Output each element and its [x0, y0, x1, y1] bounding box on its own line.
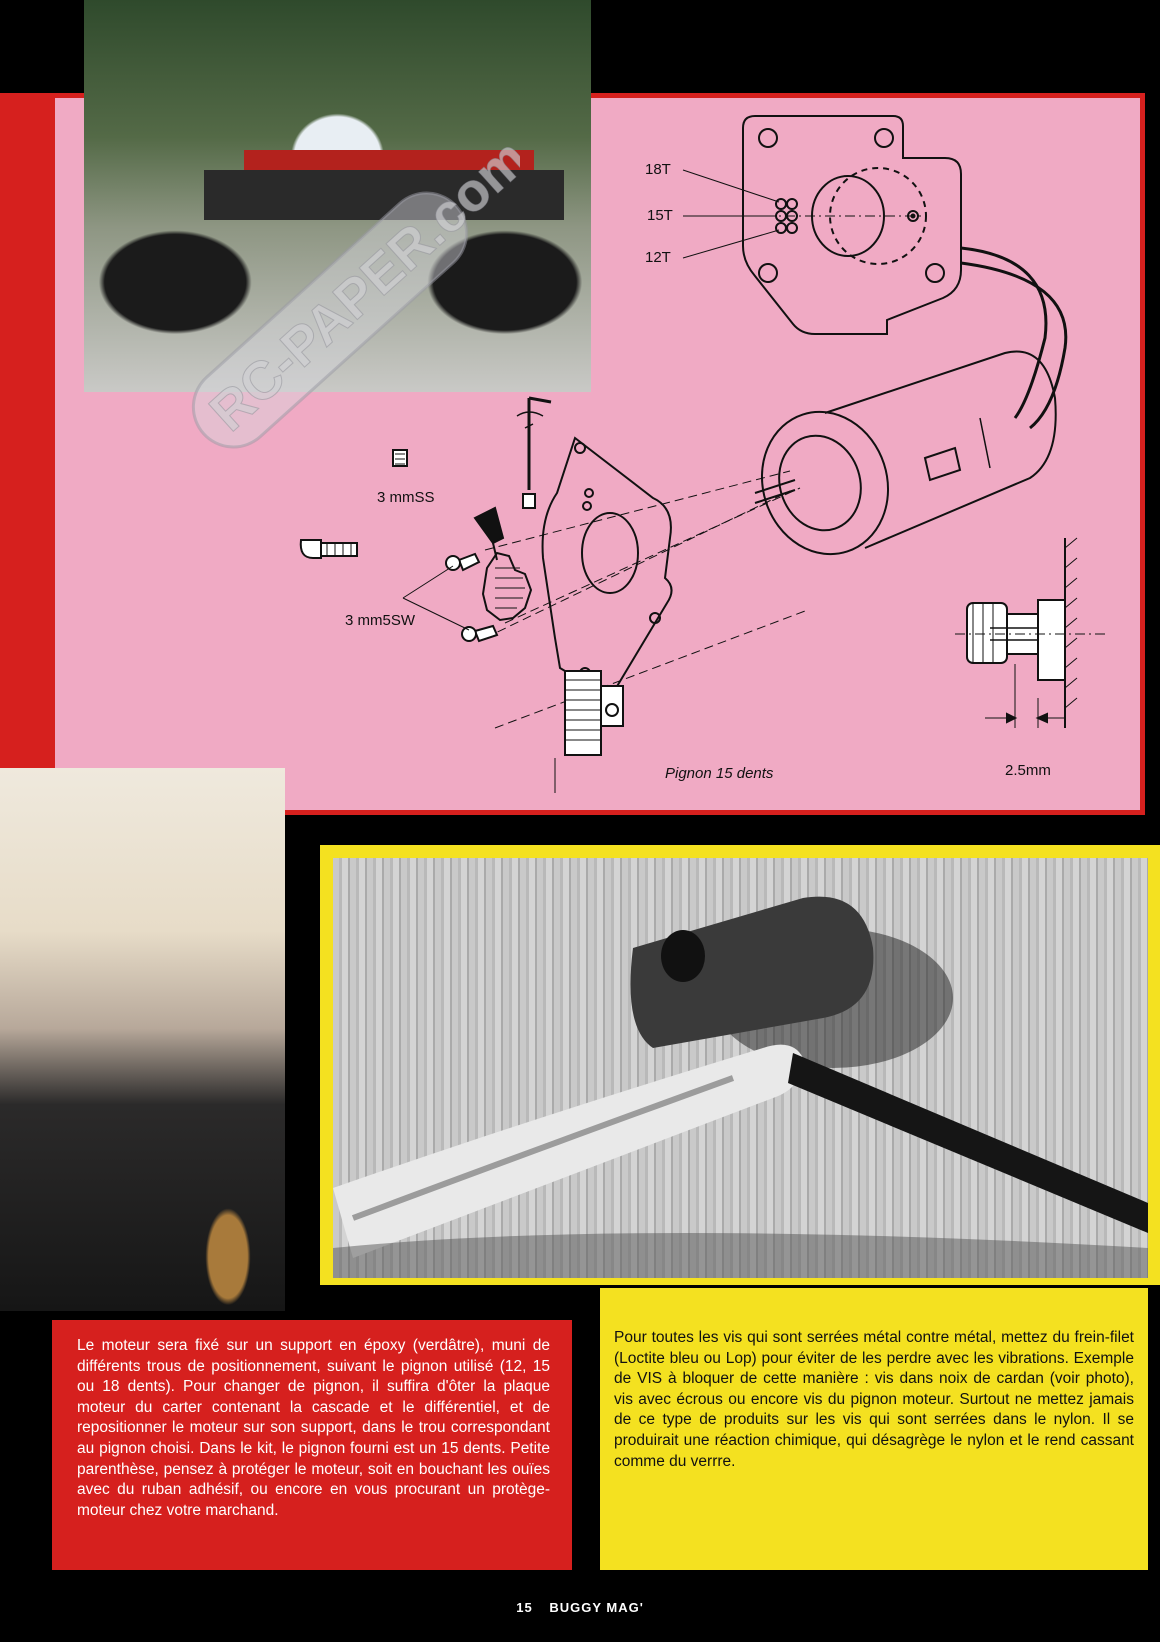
watermark-logo: RC-PAPER.com: [191, 130, 520, 449]
article-paragraph-right: Pour toutes les vis qui sont serrées mét…: [614, 1329, 1134, 1470]
label-gap-dimension: 2.5mm: [1005, 762, 1051, 779]
label-3mmss: 3 mmSS: [377, 489, 435, 506]
motor-mount-diagram: 18T 15T 12T 3 mmSS 3 mm5SW Pignon 15 den…: [299, 115, 1105, 793]
threadlock-photo: [333, 858, 1148, 1278]
article-paragraph-left: Le moteur sera fixé sur un support en ép…: [77, 1337, 550, 1519]
red-border-left: [0, 93, 55, 773]
motor-plate-top-view: [742, 115, 962, 335]
motor-closeup-detail: [0, 768, 285, 1311]
label-3mm5sw: 3 mm5SW: [345, 612, 416, 629]
page-footer: 15 BUGGY MAG': [0, 1600, 1160, 1630]
label-15t: 15T: [647, 207, 673, 224]
magazine-name: BUGGY MAG': [549, 1600, 644, 1615]
pinion-gear: [481, 551, 533, 622]
buggy-photo: [84, 0, 591, 392]
article-text-left: Le moteur sera fixé sur un support en ép…: [52, 1320, 572, 1570]
threadlock-photo-illustration: [333, 896, 1148, 1278]
watermark-text: RC-PAPER.com: [198, 130, 520, 443]
motor-can: [824, 350, 1057, 549]
label-12t: 12T: [645, 249, 671, 266]
motor-plate-exploded: [541, 436, 673, 700]
article-text-right: Pour toutes les vis qui sont serrées mét…: [600, 1288, 1148, 1570]
label-18t: 18T: [645, 161, 671, 178]
label-pignon: Pignon 15 dents: [665, 765, 774, 782]
pinion-detail: [564, 670, 602, 756]
page-number: 15: [516, 1600, 533, 1615]
buggy-chassis: [204, 170, 564, 220]
